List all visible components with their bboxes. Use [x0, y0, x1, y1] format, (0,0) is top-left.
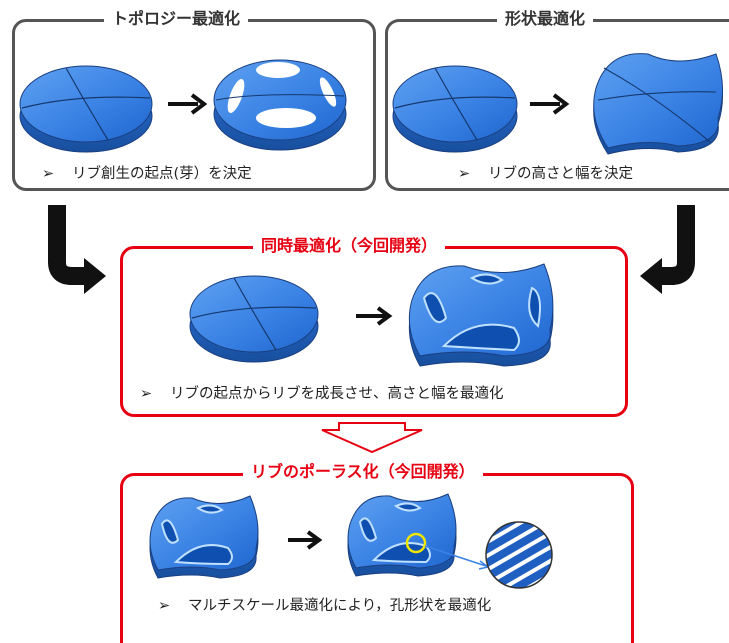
porous-zoom-circle	[485, 521, 553, 589]
bullet-arrow-icon: ➢	[458, 166, 471, 182]
topology-desc-text: リブ創生の起点(芽）を決定	[72, 166, 252, 182]
topology-title: トポロジー最適化	[104, 9, 249, 29]
porous-desc-text: マルチスケール最適化により，孔形状を最適化	[188, 598, 492, 614]
shape-desc-text: リブの高さと幅を決定	[488, 166, 633, 182]
topology-arrow	[168, 93, 208, 115]
shape-arrow	[530, 93, 570, 115]
porous-ribbed-base	[149, 495, 259, 579]
left-bent-arrow	[48, 205, 86, 285]
simultaneous-desc: ➢ リブの起点からリブを成長させ、高さと幅を最適化	[140, 384, 504, 404]
shape-result	[593, 53, 724, 155]
bullet-arrow-icon: ➢	[158, 598, 171, 614]
simultaneous-ribbed-result	[408, 263, 554, 367]
simultaneous-base-dome	[189, 275, 319, 363]
down-hollow-arrow	[321, 422, 423, 454]
bullet-arrow-icon: ➢	[42, 166, 55, 182]
porous-desc: ➢ マルチスケール最適化により，孔形状を最適化	[158, 596, 491, 616]
topology-base-dome	[19, 65, 153, 153]
diagram-artwork	[19, 53, 724, 589]
simultaneous-title: 同時最適化（今回開発）	[253, 236, 446, 256]
highlight-ring	[405, 532, 427, 554]
topology-desc: ➢ リブ創生の起点(芽）を決定	[42, 164, 252, 184]
porous-title: リブのポーラス化（今回開発）	[243, 462, 483, 482]
zoom-pointer	[424, 545, 487, 567]
shape-title: 形状最適化	[497, 9, 594, 29]
topology-result-dome	[213, 59, 347, 151]
simultaneous-desc-text: リブの起点からリブを成長させ、高さと幅を最適化	[170, 386, 504, 402]
shape-base-dome	[392, 65, 518, 153]
shape-desc: ➢ リブの高さと幅を決定	[458, 164, 633, 184]
porous-arrow	[288, 530, 323, 550]
simultaneous-arrow	[356, 306, 393, 326]
right-bent-arrow	[660, 205, 695, 285]
porous-ribbed-result	[347, 493, 457, 577]
bullet-arrow-icon: ➢	[140, 386, 153, 402]
